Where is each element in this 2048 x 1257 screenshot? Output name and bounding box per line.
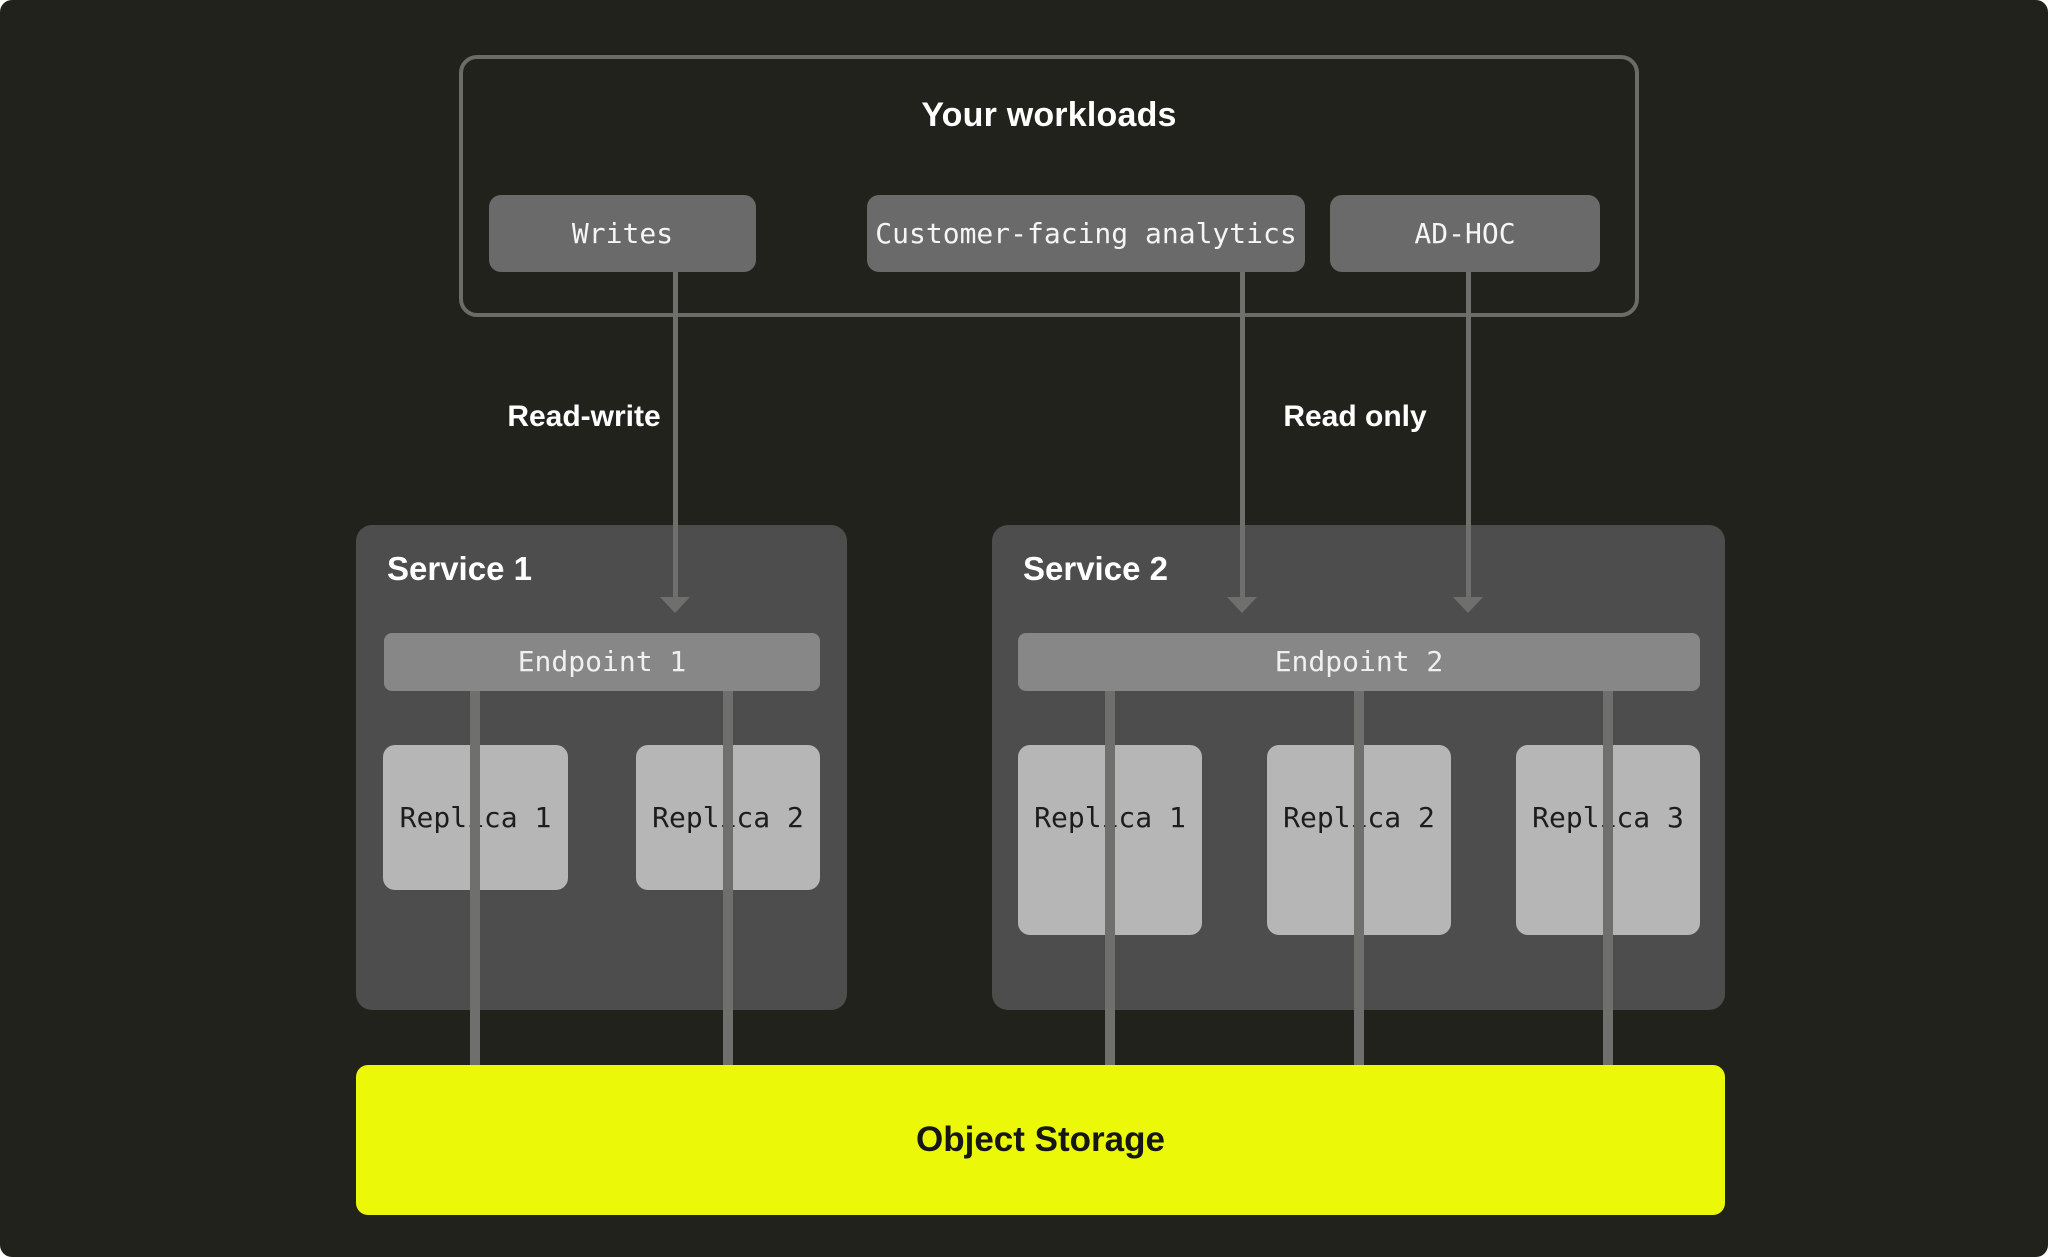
read-write-label: Read-write	[507, 400, 661, 433]
read-only-label: Read only	[1283, 400, 1427, 433]
service-1-group: Service 1 Endpoint 1 Replica 1 Replica 2	[356, 525, 847, 1010]
service-2-endpoint: Endpoint 2	[1018, 633, 1700, 691]
arrow-line	[673, 272, 678, 598]
replica-connector-line	[723, 691, 733, 1065]
service-1-endpoint: Endpoint 1	[384, 633, 820, 691]
arrow-head-icon	[660, 597, 690, 613]
workloads-title: Your workloads	[921, 96, 1177, 134]
object-storage-bar: Object Storage	[356, 1065, 1725, 1215]
arrow-head-icon	[1227, 597, 1257, 613]
workload-chip-ad-hoc: AD-HOC	[1330, 195, 1600, 272]
replica-connector-line	[1105, 691, 1115, 1065]
workload-chip-customer-facing-analytics: Customer-facing analytics	[867, 195, 1305, 272]
arrow-head-icon	[1453, 597, 1483, 613]
your-workloads-group: Your workloads Writes Customer-facing an…	[459, 55, 1639, 317]
workload-chip-writes: Writes	[489, 195, 756, 272]
service-2-title: Service 2	[1023, 550, 1168, 587]
replica-connector-line	[1354, 691, 1364, 1065]
replica-connector-line	[1603, 691, 1613, 1065]
service-1-title: Service 1	[387, 550, 532, 587]
arrow-line	[1240, 272, 1245, 598]
replica-connector-line	[470, 691, 480, 1065]
arrow-line	[1466, 272, 1471, 598]
